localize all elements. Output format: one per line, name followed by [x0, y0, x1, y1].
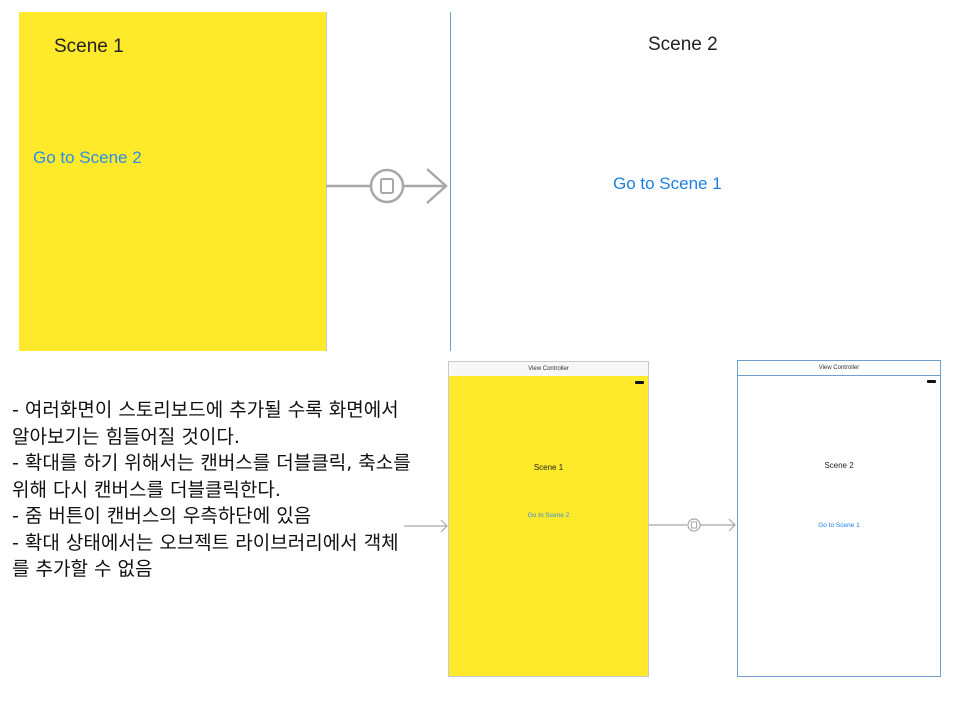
go-to-scene2-button[interactable]: Go to Scene 2: [33, 148, 142, 167]
vc2-body[interactable]: Scene 2 Go to Scene 1: [738, 375, 940, 676]
view-controller-scene2[interactable]: View Controller Scene 2 Go to Scene 1: [737, 360, 941, 677]
segue-modal-icon: [369, 168, 405, 204]
segue-arrowhead-icon: [426, 168, 448, 204]
note-item: - 확대를 하기 위해서는 캔버스를 더블클릭, 축소를 위해 다시 캔버스를 …: [12, 452, 411, 501]
note-item: - 여러화면이 스토리보드에 추가될 수록 화면에서 알아보기는 힘들어질 것이…: [12, 399, 399, 448]
scene2-selection-edge: [450, 12, 451, 351]
scene1-title-label: Scene 1: [54, 36, 124, 57]
vc1-go-to-scene2-button[interactable]: Go to Scene 2: [527, 512, 570, 519]
battery-icon: [635, 381, 644, 384]
segue-modal-icon: [687, 518, 701, 532]
entry-point-arrow-icon[interactable]: [404, 518, 450, 534]
scene1-canvas[interactable]: Scene 1 Go to Scene 2: [19, 12, 327, 351]
overview-segue-connector[interactable]: [649, 517, 737, 533]
segue-connector[interactable]: [326, 167, 450, 205]
vc1-header-label: View Controller: [449, 362, 648, 377]
scene2-canvas[interactable]: Scene 2 Go to Scene 1: [451, 12, 960, 351]
vc1-body[interactable]: Scene 1 Go to Scene 2: [449, 376, 648, 676]
battery-icon: [927, 380, 936, 383]
vc1-title-label: Scene 1: [533, 463, 564, 472]
vc2-header-label: View Controller: [738, 361, 940, 376]
notes-list: - 여러화면이 스토리보드에 추가될 수록 화면에서 알아보기는 힘들어질 것이…: [12, 397, 412, 583]
go-to-scene1-button[interactable]: Go to Scene 1: [613, 174, 722, 193]
vc2-go-to-scene1-button[interactable]: Go to Scene 1: [818, 522, 860, 529]
view-controller-scene1[interactable]: View Controller Scene 1 Go to Scene 2: [448, 361, 649, 677]
vc2-title-label: Scene 2: [824, 461, 854, 470]
note-item: - 확대 상태에서는 오브젝트 라이브러리에서 객체를 추가할 수 없음: [12, 531, 399, 581]
scene2-title-label: Scene 2: [648, 34, 718, 55]
note-item: - 줌 버튼이 캔버스의 우측하단에 있음: [12, 505, 312, 527]
